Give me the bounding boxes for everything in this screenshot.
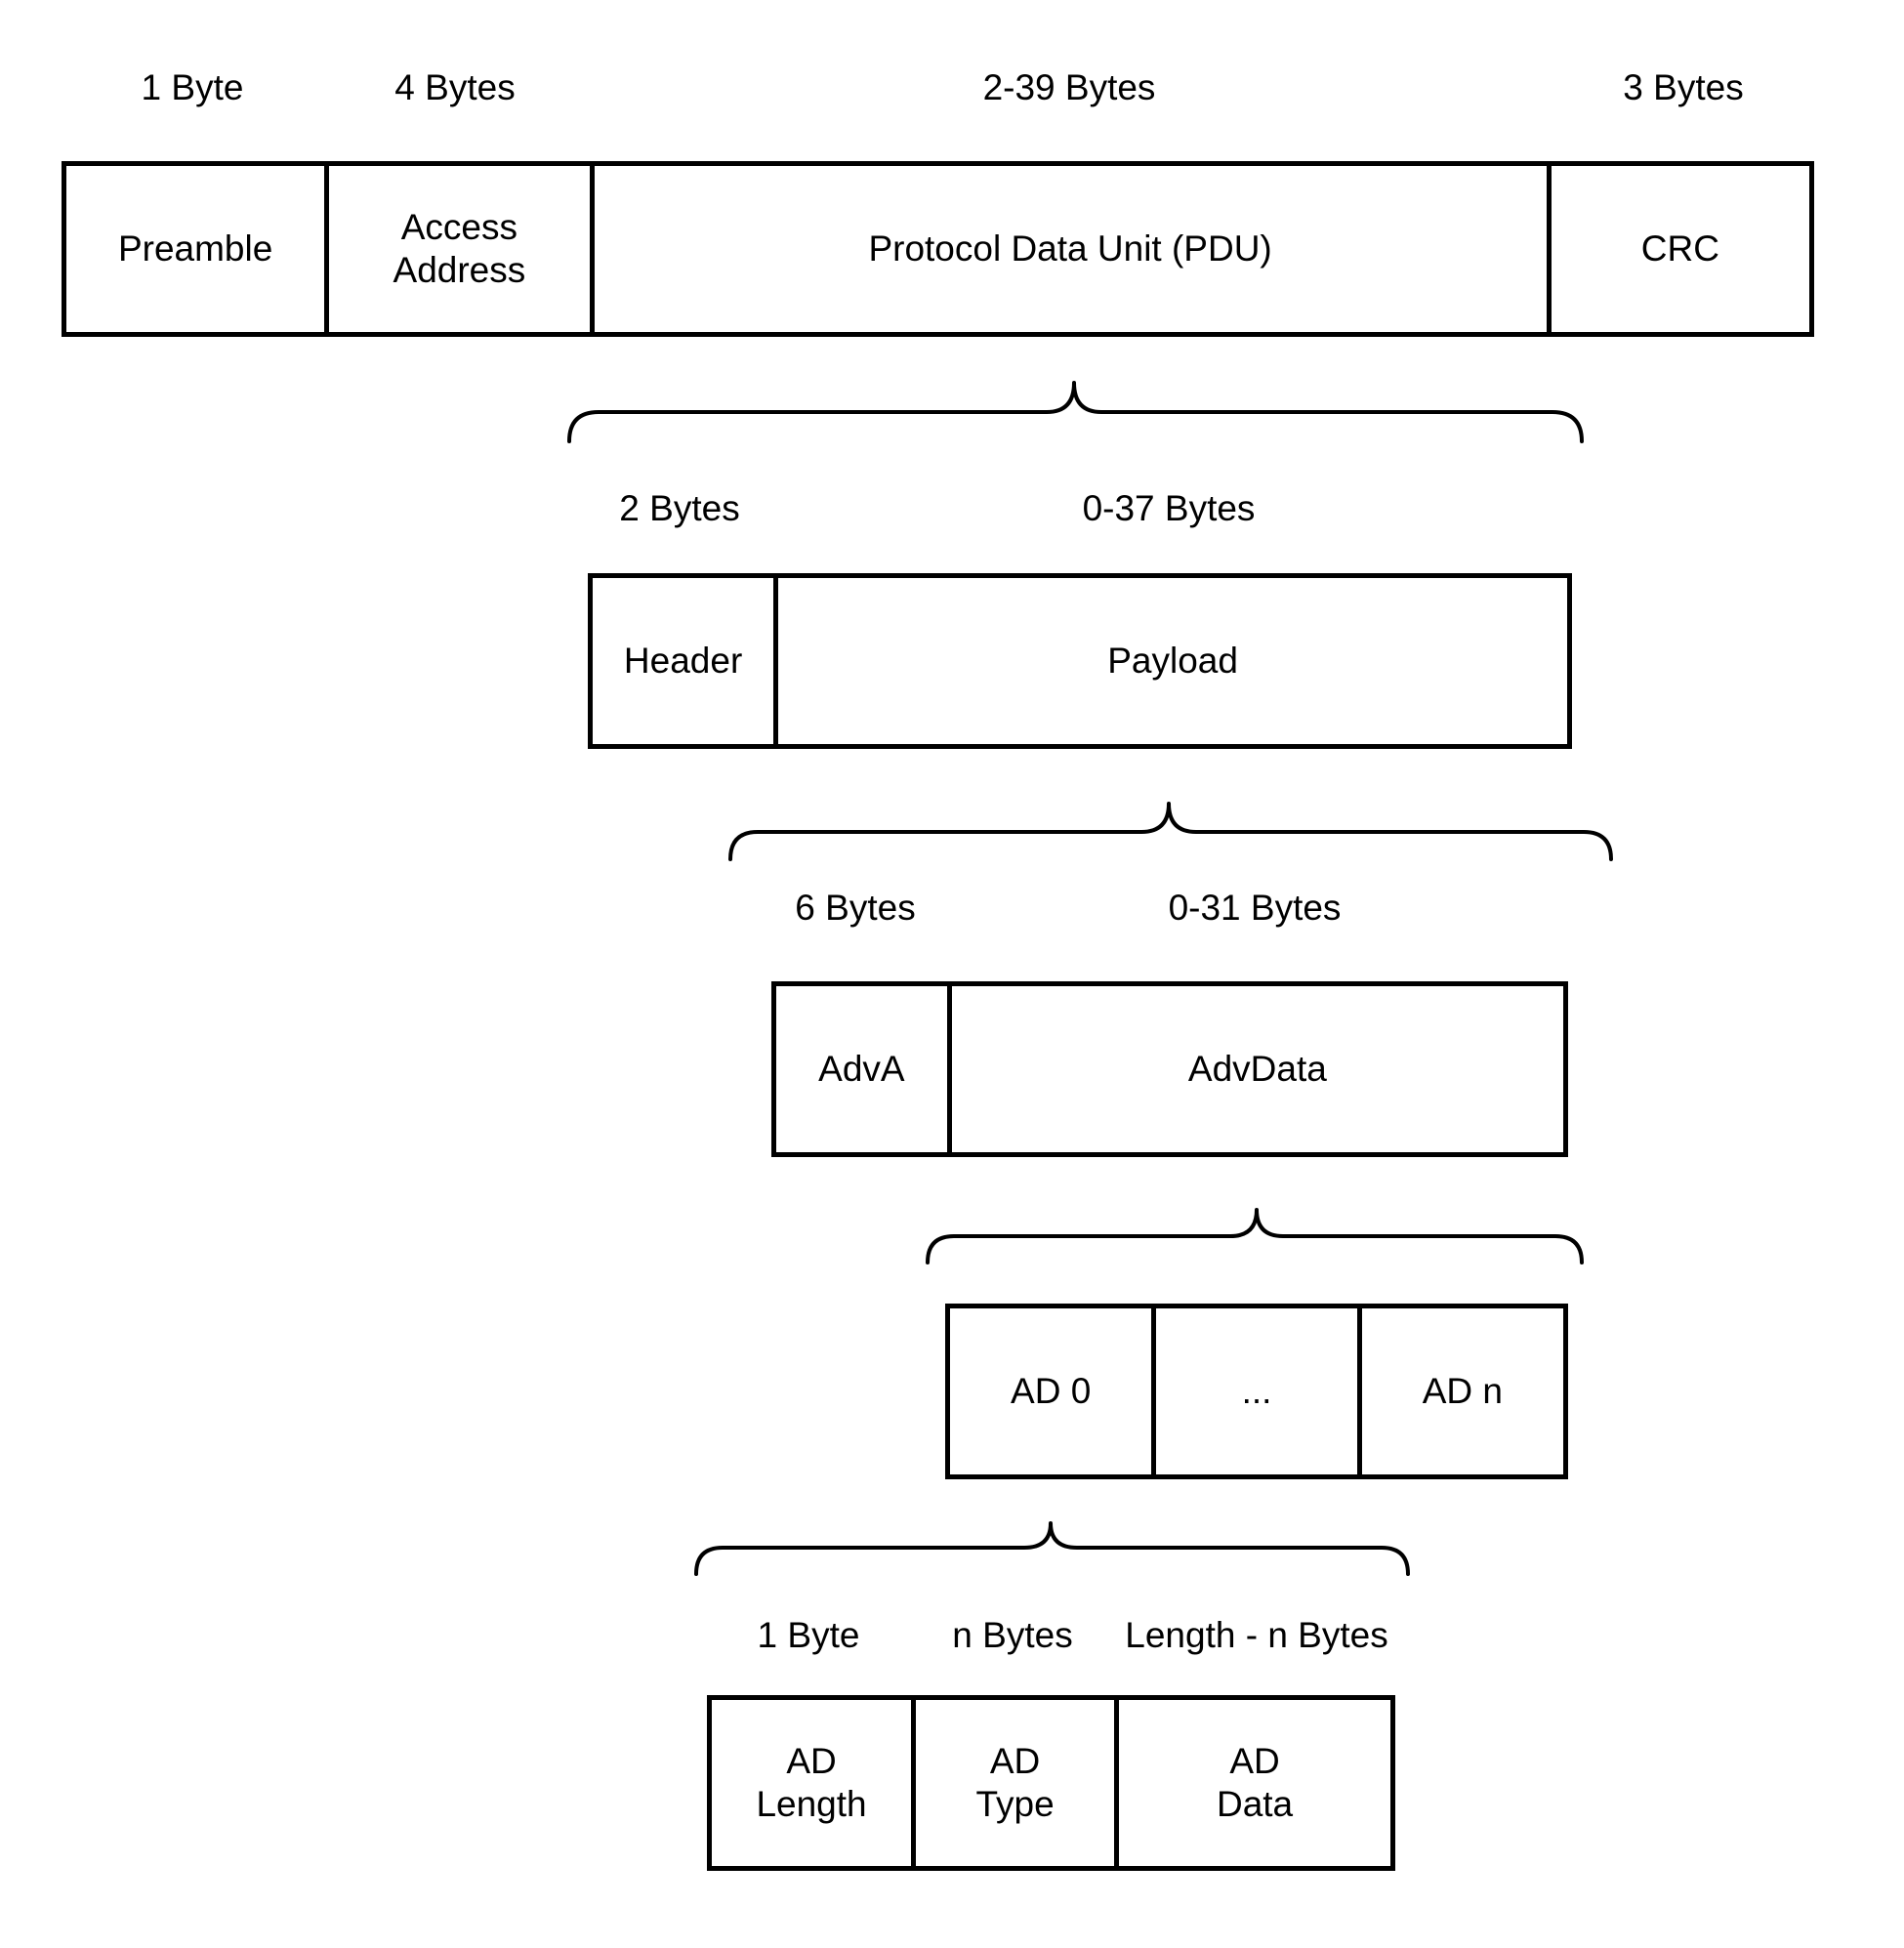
field-header: Header bbox=[623, 641, 743, 681]
field-adn: AD n bbox=[1356, 1308, 1563, 1474]
field-adva: AdvA bbox=[818, 1049, 905, 1089]
size-label-crc: 3 Bytes bbox=[1623, 67, 1744, 107]
pdu-row: Header Payload bbox=[588, 573, 1572, 749]
payload-row: AdvA AdvData bbox=[771, 981, 1568, 1157]
brace-pdu-expansion bbox=[567, 381, 1584, 443]
size-label-access-address: 4 Bytes bbox=[394, 67, 516, 107]
size-label-adva: 6 Bytes bbox=[795, 888, 916, 928]
field-ad-data: AD Data bbox=[1114, 1700, 1390, 1866]
field-ad0: AD 0 bbox=[1011, 1371, 1092, 1411]
brace-advdata-expansion bbox=[926, 1208, 1584, 1264]
packet-row: Preamble Access Address Protocol Data Un… bbox=[62, 161, 1814, 337]
field-preamble: Preamble bbox=[117, 228, 273, 269]
size-label-pdu: 2-39 Bytes bbox=[982, 67, 1156, 107]
field-pdu: Protocol Data Unit (PDU) bbox=[589, 166, 1547, 332]
size-label-payload: 0-37 Bytes bbox=[1082, 488, 1256, 528]
brace-ad0-expansion bbox=[694, 1521, 1410, 1576]
field-payload: Payload bbox=[773, 578, 1567, 744]
ad-structure-row: AD Length AD Type AD Data bbox=[707, 1695, 1395, 1871]
field-crc: CRC bbox=[1546, 166, 1809, 332]
size-label-advdata: 0-31 Bytes bbox=[1168, 888, 1342, 928]
field-ad-length: AD Length bbox=[756, 1741, 867, 1824]
size-label-ad-data: Length - n Bytes bbox=[1125, 1615, 1388, 1655]
size-label-ad-type: n Bytes bbox=[952, 1615, 1073, 1655]
advdata-row: AD 0 ... AD n bbox=[945, 1304, 1568, 1479]
field-access-address: Access Address bbox=[324, 166, 589, 332]
field-ad-ellipsis: ... bbox=[1151, 1308, 1356, 1474]
field-ad-type: AD Type bbox=[911, 1700, 1114, 1866]
size-label-header: 2 Bytes bbox=[619, 488, 740, 528]
brace-payload-expansion bbox=[728, 802, 1613, 861]
field-advdata: AdvData bbox=[946, 986, 1563, 1152]
size-label-preamble: 1 Byte bbox=[141, 67, 244, 107]
size-label-ad-length: 1 Byte bbox=[757, 1615, 860, 1655]
